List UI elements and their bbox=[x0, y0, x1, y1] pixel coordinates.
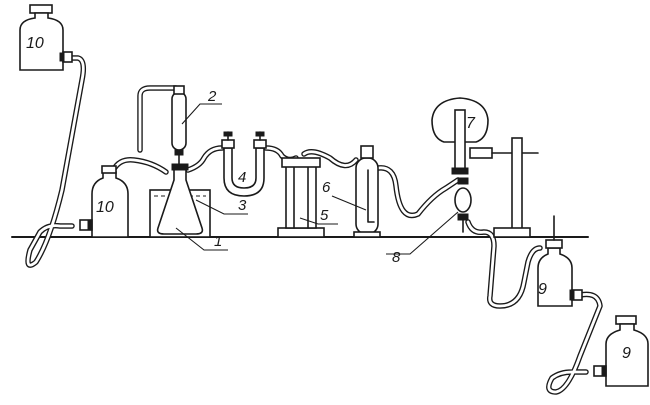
label-2: 2 bbox=[207, 88, 217, 105]
label-8: 8 bbox=[392, 249, 401, 266]
separating-funnel-stand bbox=[431, 97, 539, 238]
u-tube bbox=[221, 131, 267, 197]
reservoir-bottle-upper bbox=[19, 4, 73, 71]
label-5: 5 bbox=[320, 207, 329, 224]
label-10-lower: 10 bbox=[96, 199, 114, 216]
reservoir-bottle-lower bbox=[79, 165, 129, 238]
label-6: 6 bbox=[322, 179, 331, 196]
label-1: 1 bbox=[214, 233, 222, 250]
leader-lines bbox=[175, 103, 459, 255]
label-3: 3 bbox=[238, 197, 247, 214]
label-9-upper: 9 bbox=[538, 281, 547, 298]
label-10-upper: 10 bbox=[26, 35, 44, 52]
label-9-lower: 9 bbox=[622, 345, 631, 362]
absorption-column bbox=[277, 157, 325, 238]
drying-tube bbox=[353, 145, 381, 238]
collector-bottle-lower bbox=[593, 315, 649, 387]
tubing bbox=[25, 55, 603, 395]
condenser bbox=[171, 85, 187, 166]
stopcock bbox=[454, 177, 472, 233]
label-7: 7 bbox=[466, 115, 476, 132]
collector-bottle-upper bbox=[537, 215, 583, 307]
reaction-flask bbox=[156, 163, 204, 235]
label-4: 4 bbox=[238, 169, 246, 186]
